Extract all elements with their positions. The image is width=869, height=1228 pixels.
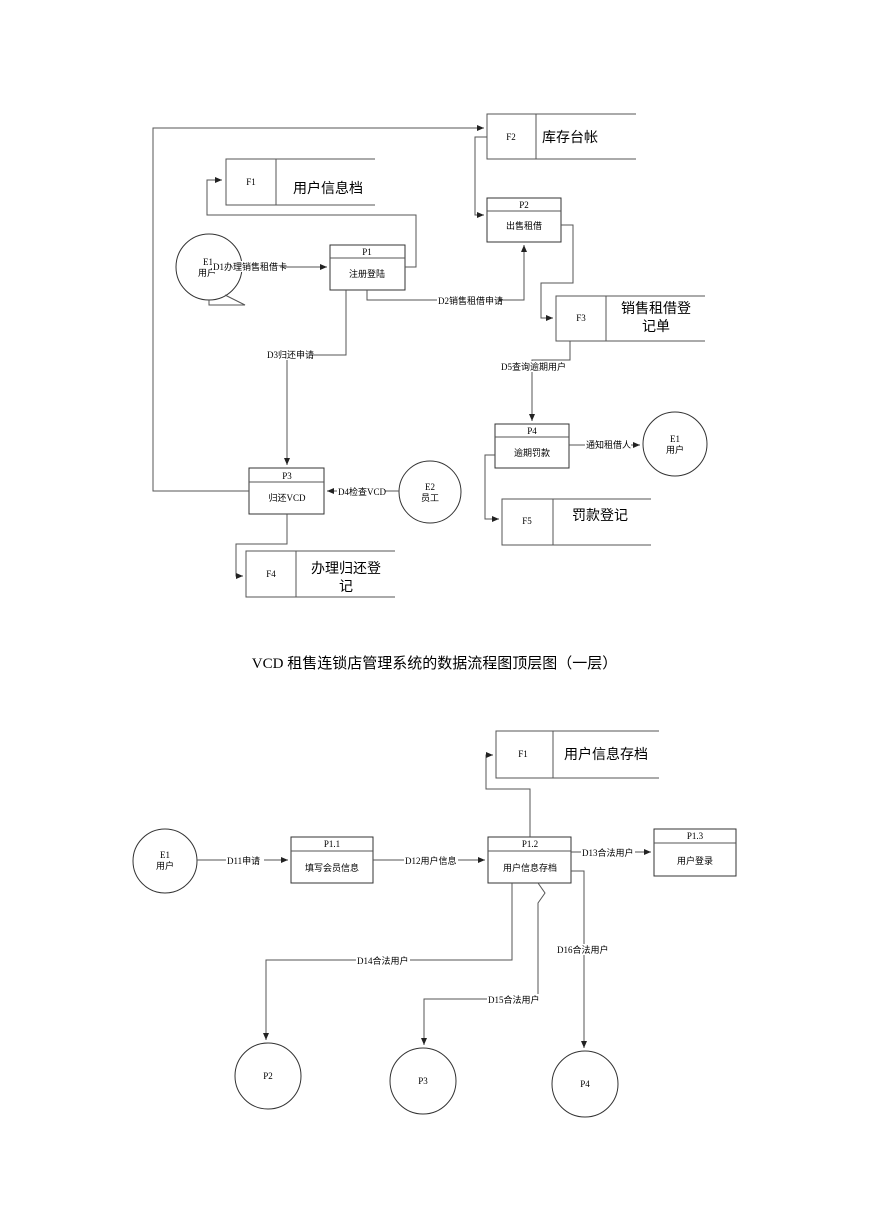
diagram-caption: VCD 租售连锁店管理系统的数据流程图顶层图（一层） <box>251 656 618 672</box>
label-d1: D1办理销售租借卡 <box>213 261 287 272</box>
l2-entity-e1-id: E1 <box>160 850 170 860</box>
store-f3-id: F3 <box>576 313 586 323</box>
process-p2-id: P2 <box>519 200 529 210</box>
l2-circle-p2-id: P2 <box>263 1071 273 1081</box>
process-p4-id: P4 <box>527 426 537 436</box>
l2-circle-p3-id: P3 <box>418 1076 428 1086</box>
label-d5: D5查询逾期用户 <box>501 361 566 372</box>
l2-process-p13-name: 用户登录 <box>677 855 713 866</box>
l2-label-d11: D11申请 <box>227 855 260 866</box>
flow-d3 <box>284 290 347 465</box>
process-p3: P3 归还VCD <box>248 467 325 515</box>
l2-label-d14: D14合法用户 <box>357 955 409 966</box>
l2-process-p12-id: P1.2 <box>522 839 538 849</box>
entity-e1-left-id: E1 <box>203 257 213 267</box>
l2-flow-p12-to-f1 <box>485 752 531 837</box>
level1-flow-labels: D1办理销售租借卡 D2销售租借申请 D3归还申请 D5查询逾期用户 通知租借人… <box>212 261 631 497</box>
entity-e1-left-name: 用户 <box>198 267 216 278</box>
l2-process-p11-id: P1.1 <box>324 839 340 849</box>
process-p4: P4 逾期罚款 <box>494 423 570 469</box>
store-f1-name: 用户信息档 <box>293 180 363 197</box>
flow-f2-to-p2 <box>474 136 487 218</box>
process-p1-name: 注册登陆 <box>349 268 385 279</box>
l2-store-f1-name: 用户信息存档 <box>564 746 648 763</box>
l2-circle-p3: P3 <box>389 1047 457 1115</box>
l2-circle-p4-id: P4 <box>580 1079 590 1089</box>
entity-e1-right-name: 用户 <box>666 444 684 455</box>
l2-label-d12: D12用户信息 <box>405 855 457 866</box>
level2-flow-labels: D11申请 D12用户信息 D13合法用户 D14合法用户 D15合法用户 D1… <box>226 847 635 1005</box>
l2-circle-p4: P4 <box>551 1050 619 1118</box>
l2-process-p11-name: 填写会员信息 <box>305 862 359 873</box>
l2-flow-d16 <box>571 870 587 1048</box>
flow-p2-to-f3 <box>540 224 574 321</box>
flow-p3-to-f2 <box>152 125 484 492</box>
label-d3: D3归还申请 <box>267 349 314 360</box>
l2-label-d16: D16合法用户 <box>557 944 609 955</box>
l2-label-d15: D15合法用户 <box>488 994 540 1005</box>
process-p2: P2 出售租借 <box>486 197 562 243</box>
l2-process-p12-name: 用户信息存档 <box>503 862 557 873</box>
label-d2: D2销售租借申请 <box>438 295 503 306</box>
store-f5-name: 罚款登记 <box>572 508 628 524</box>
l2-flow-d15 <box>421 882 546 1045</box>
process-p1-id: P1 <box>362 247 372 257</box>
l2-store-f1: F1 用户信息存档 <box>495 730 659 779</box>
l2-store-f1-id: F1 <box>518 749 528 759</box>
l2-process-p13: P1.3 用户登录 <box>653 828 737 877</box>
entity-e1-right: E1 用户 <box>642 411 708 477</box>
label-notify: 通知租借人 <box>586 439 631 450</box>
l2-entity-e1: E1 用户 <box>132 828 198 894</box>
l2-process-p13-id: P1.3 <box>687 831 704 841</box>
level1-connectors <box>152 125 640 579</box>
store-f5: F5 罚款登记 <box>501 498 651 546</box>
l2-circle-p2: P2 <box>234 1042 302 1110</box>
flow-d5 <box>529 341 571 421</box>
store-f2: F2 库存台帐 <box>486 113 636 160</box>
flow-p1-to-f1 <box>206 177 417 268</box>
l2-entity-e1-name: 用户 <box>156 860 174 871</box>
process-p3-id: P3 <box>282 471 292 481</box>
store-f4: F4 办理归还登 记 <box>245 550 395 598</box>
l2-process-p11: P1.1 填写会员信息 <box>290 836 374 884</box>
store-f3-name-line1: 销售租借登 <box>621 301 691 317</box>
store-f1-id: F1 <box>246 177 256 187</box>
process-p3-name: 归还VCD <box>268 492 306 503</box>
store-f2-name: 库存台帐 <box>542 130 598 146</box>
flow-p3-to-f4 <box>235 514 288 579</box>
l2-label-d13: D13合法用户 <box>582 847 634 858</box>
level2-connectors <box>197 752 651 1048</box>
process-p1: P1 注册登陆 <box>329 244 406 291</box>
l2-process-p12: P1.2 用户信息存档 <box>487 836 572 884</box>
store-f4-id: F4 <box>266 569 276 579</box>
process-p4-name: 逾期罚款 <box>514 447 550 458</box>
flow-p4-to-f5 <box>484 454 499 522</box>
entity-e1-right-id: E1 <box>670 434 680 444</box>
store-f4-name-line2: 记 <box>339 579 353 595</box>
store-f1: F1 用户信息档 <box>225 158 375 206</box>
entity-e2: E2 员工 <box>398 460 462 524</box>
store-f5-id: F5 <box>522 516 532 526</box>
process-p2-name: 出售租借 <box>506 220 542 231</box>
flow-e1-self-loop <box>208 294 246 306</box>
store-f3-name-line2: 记单 <box>642 319 670 335</box>
store-f3: F3 销售租借登 记单 <box>555 295 705 342</box>
entity-e2-id: E2 <box>425 482 435 492</box>
store-f2-id: F2 <box>506 132 516 142</box>
entity-e2-name: 员工 <box>421 493 439 503</box>
store-f4-name-line1: 办理归还登 <box>311 560 381 577</box>
label-d4: D4检查VCD <box>338 486 387 497</box>
